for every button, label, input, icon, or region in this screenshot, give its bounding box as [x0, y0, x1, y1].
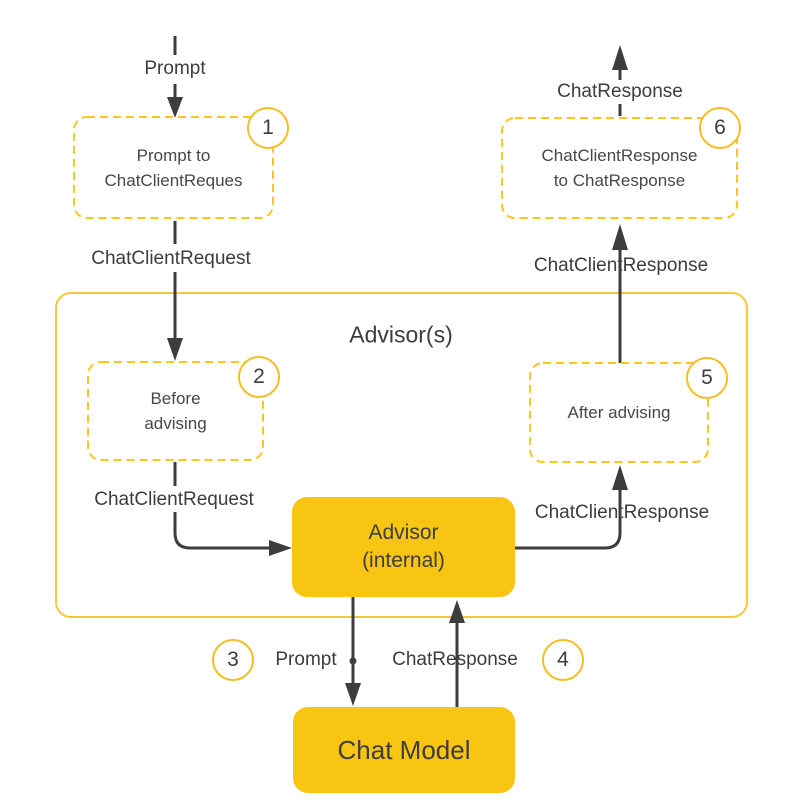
arrowhead-down-chat-model: [345, 683, 361, 706]
edge-label-chatresponse-top: ChatResponse: [557, 81, 683, 102]
arrowhead-up-advisor: [449, 600, 465, 623]
step-1-box: [73, 116, 274, 219]
prompt-junction-dot: [349, 657, 357, 665]
advisors-container: [55, 292, 748, 618]
arrowhead-up-chatresponse: [612, 45, 628, 70]
arrowhead-up-step5: [612, 465, 628, 490]
chat-model-label: Chat Model: [337, 734, 471, 765]
arrowhead-down-step1: [167, 97, 183, 118]
edge-label-chatresponse-from-model: ChatResponse: [392, 649, 518, 670]
edge-label-prompt-to-model: Prompt: [275, 649, 337, 670]
badge-step-6: 6: [699, 107, 741, 149]
badge-step-5: 5: [686, 357, 728, 399]
edge-label-prompt-top: Prompt: [144, 58, 206, 79]
advisors-container-title: Advisor(s): [349, 321, 453, 348]
advisor-internal-label-line1: Advisor: [368, 521, 439, 544]
step-2-box: [87, 361, 264, 461]
badge-step-3: 3: [212, 639, 254, 681]
step-5-box: [529, 362, 709, 463]
arrowhead-right-advisor: [269, 540, 292, 556]
badge-step-4: 4: [542, 639, 584, 681]
arrow-advisor-to-step5: [515, 490, 622, 550]
step-6-box: [501, 117, 738, 219]
chat-model-node: Chat Model: [293, 707, 515, 793]
arrowhead-up-step6: [612, 224, 628, 250]
edge-label-chatclientresponse-outer: ChatClientResponse: [533, 255, 709, 276]
edge-label-chatclientrequest-inner: ChatClientRequest: [94, 489, 254, 510]
edge-label-chatclientresponse-inner: ChatClientResponse: [534, 502, 710, 523]
badge-step-1: 1: [247, 107, 289, 149]
arrowhead-down-step2: [167, 338, 183, 361]
advisor-internal-node: Advisor (internal): [292, 497, 515, 597]
arrow-step2-to-advisor-internal: [173, 512, 269, 550]
badge-step-2: 2: [238, 356, 280, 398]
advisor-internal-label-line2: (internal): [362, 549, 445, 572]
edge-label-chatclientrequest-outer: ChatClientRequest: [91, 248, 251, 269]
